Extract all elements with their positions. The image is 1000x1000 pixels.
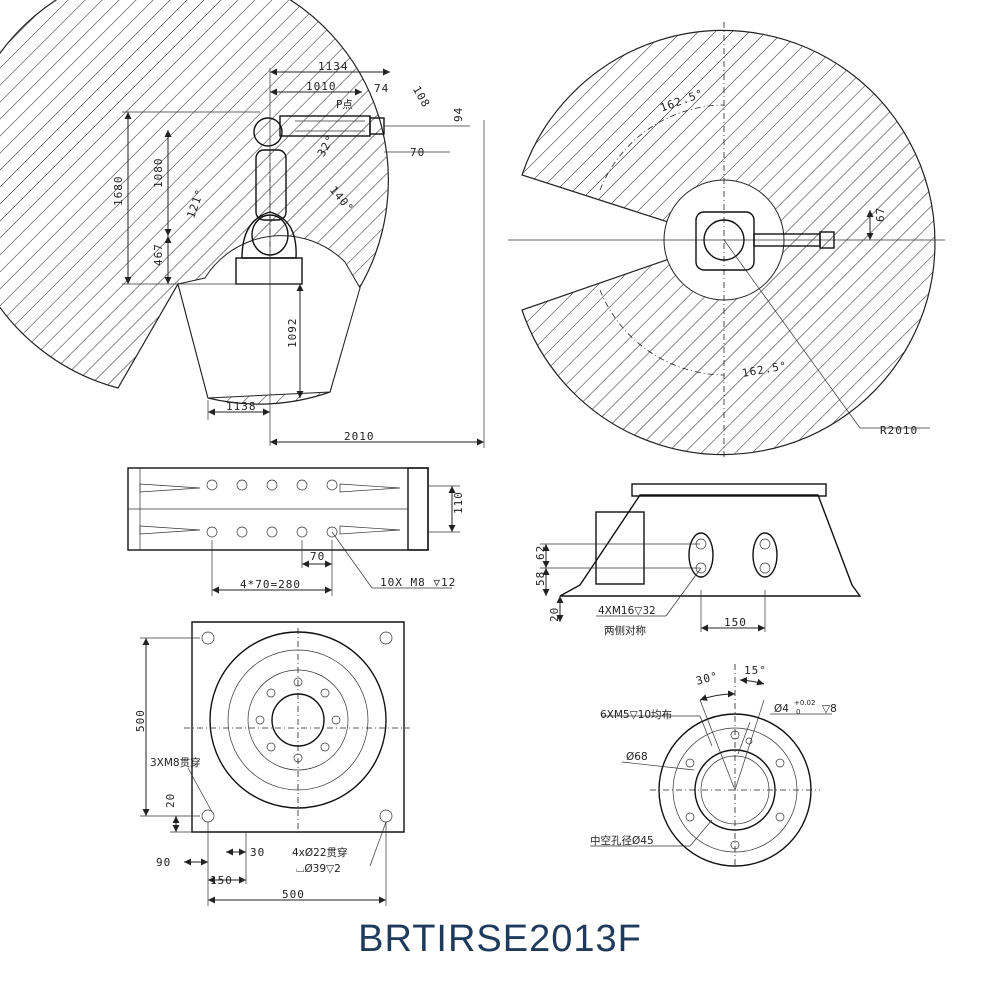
arm-view: 110 70 4*70=280 10X M8 ▽12: [127, 467, 465, 596]
flange-note-hollow: 中空孔径Ø45: [590, 834, 654, 847]
base-top-dim-90: 90: [156, 856, 171, 869]
base-side-view: 62 58 20 150 4XM16▽32 两侧对称: [534, 483, 862, 637]
dim-1680: 1680: [112, 176, 125, 207]
flange-note-pin-tol-upper: +0.02: [794, 699, 815, 707]
arm-dim-280: 4*70=280: [240, 578, 301, 591]
base-top-note-counterbore: ⌴Ø39▽2: [296, 863, 341, 875]
flange-dim-pcd: Ø68: [626, 751, 648, 763]
flange-view: 30° 15° 6XM5▽10均布 Ø4 +0.02 0 ▽8 Ø68 中空孔径…: [590, 664, 837, 867]
side-view: 1134 1010 74 108 94 70 1680 1080 467 109…: [0, 0, 485, 448]
top-radius: R2010: [880, 424, 918, 437]
dim-1092: 1092: [286, 318, 299, 349]
base-side-dim-20: 20: [548, 607, 561, 622]
flange-note-pin-tol-lower: 0: [796, 708, 800, 716]
base-side-note-symmetric: 两侧对称: [604, 624, 646, 637]
dim-94: 94: [452, 107, 465, 122]
arm-mounting-holes: [206, 479, 338, 538]
dim-1134: 1134: [318, 60, 349, 73]
dim-108: 108: [410, 84, 433, 110]
base-top-dim-150: 150: [210, 874, 233, 887]
base-top-note-hole: 4xØ22贯穿: [292, 846, 348, 859]
flange-angle-15: 15°: [744, 664, 767, 677]
model-title: BRTIRSE2013F: [358, 918, 642, 960]
dim-74: 74: [374, 82, 389, 95]
flange-note-holes: 6XM5▽10均布: [600, 709, 672, 721]
dim-1010: 1010: [306, 80, 337, 93]
flange-angle-30: 30°: [695, 669, 720, 687]
dim-1138: 1138: [226, 400, 257, 413]
arm-hole-note: 10X M8 ▽12: [380, 576, 456, 589]
base-side-dim-58: 58: [534, 571, 547, 586]
flange-bolt-circle: [685, 730, 785, 850]
base-top-dim-500-vertical: 500: [134, 709, 147, 732]
side-inner-region: [177, 235, 361, 399]
dim-2010: 2010: [344, 430, 375, 443]
arm-dim-70: 70: [310, 550, 325, 563]
dim-70: 70: [410, 146, 425, 159]
base-side-note-thread: 4XM16▽32: [598, 605, 656, 617]
base-top-dim-20: 20: [164, 793, 177, 808]
dim-1080: 1080: [152, 158, 165, 189]
top-robot-silhouette: [695, 211, 835, 271]
side-robot-silhouette: [235, 115, 385, 285]
base-top-note-m8: 3XM8贯穿: [150, 756, 201, 769]
top-view: 162.5° 162.5° 67 R2010: [508, 22, 945, 458]
base-side-dim-150: 150: [724, 616, 747, 629]
base-top-view: 500 20 90 30 150 500 3XM8贯穿 4xØ22贯穿 ⌴Ø39…: [134, 621, 410, 906]
point-p-label: P点: [336, 99, 353, 111]
arm-dim-110: 110: [452, 491, 465, 514]
flange-note-pin: Ø4: [774, 703, 789, 715]
base-top-dim-500-horizontal: 500: [282, 888, 305, 901]
base-bolt-circle: [255, 677, 341, 763]
flange-note-pin-depth: ▽8: [822, 703, 837, 715]
top-offset-67: 67: [874, 207, 887, 222]
base-side-dim-62: 62: [534, 545, 547, 560]
base-top-dim-30: 30: [250, 846, 265, 859]
dim-467: 467: [152, 243, 165, 266]
